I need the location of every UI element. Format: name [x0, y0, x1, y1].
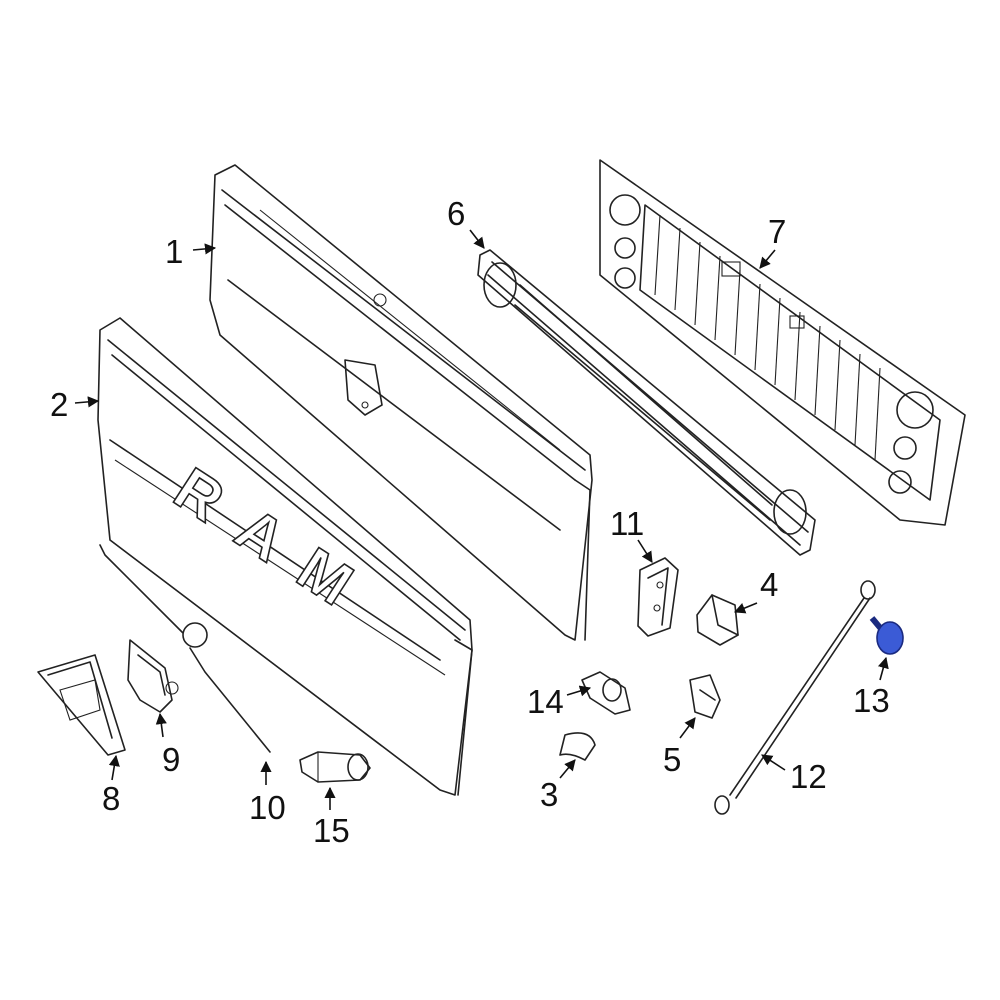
svg-text:7: 7: [768, 213, 786, 250]
svg-text:13: 13: [853, 682, 890, 719]
support-cable-part[interactable]: [714, 580, 876, 815]
svg-text:9: 9: [162, 741, 180, 778]
callout-14[interactable]: 14: [527, 683, 592, 720]
lock-cylinder-part[interactable]: [299, 751, 371, 783]
callout-3[interactable]: 3: [540, 759, 576, 813]
callout-13[interactable]: 13: [853, 656, 890, 719]
callout-12[interactable]: 12: [761, 754, 827, 795]
tailgate-outer-panel-part[interactable]: RAM: [97, 317, 473, 796]
latch-rod-part[interactable]: [99, 544, 271, 753]
tailgate-shell-part[interactable]: [209, 164, 593, 641]
callout-8[interactable]: 8: [102, 754, 120, 817]
callout-15[interactable]: 15: [313, 786, 350, 849]
pivot-bushing-part[interactable]: [581, 671, 631, 715]
latch-part[interactable]: [127, 639, 179, 713]
handle-bezel-part[interactable]: [37, 654, 126, 756]
callout-6[interactable]: 6: [447, 195, 485, 249]
callout-10[interactable]: 10: [249, 760, 286, 826]
clip-part[interactable]: [559, 732, 596, 761]
callout-5[interactable]: 5: [663, 717, 696, 778]
strap-bracket-upper-part[interactable]: [696, 594, 739, 646]
tailgate-trim-frame-part[interactable]: [477, 249, 816, 556]
svg-text:10: 10: [249, 789, 286, 826]
callout-11[interactable]: 11: [610, 505, 653, 563]
svg-text:12: 12: [790, 758, 827, 795]
hinge-bracket-part[interactable]: [637, 557, 679, 637]
bolt-part-highlighted[interactable]: [869, 616, 904, 655]
strap-bracket-lower-part[interactable]: [689, 674, 721, 719]
svg-text:14: 14: [527, 683, 564, 720]
svg-text:8: 8: [102, 780, 120, 817]
svg-text:4: 4: [760, 566, 778, 603]
svg-text:6: 6: [447, 195, 465, 232]
svg-text:3: 3: [540, 776, 558, 813]
callout-1[interactable]: 1: [165, 233, 217, 270]
svg-text:5: 5: [663, 741, 681, 778]
svg-text:1: 1: [165, 233, 183, 270]
callout-9[interactable]: 9: [155, 712, 180, 778]
callout-2[interactable]: 2: [50, 386, 100, 423]
callout-7[interactable]: 7: [759, 213, 786, 269]
tailgate-inner-panel-part[interactable]: [599, 159, 966, 526]
callout-4[interactable]: 4: [733, 566, 778, 614]
svg-text:2: 2: [50, 386, 68, 423]
svg-text:15: 15: [313, 812, 350, 849]
svg-text:11: 11: [610, 505, 644, 542]
